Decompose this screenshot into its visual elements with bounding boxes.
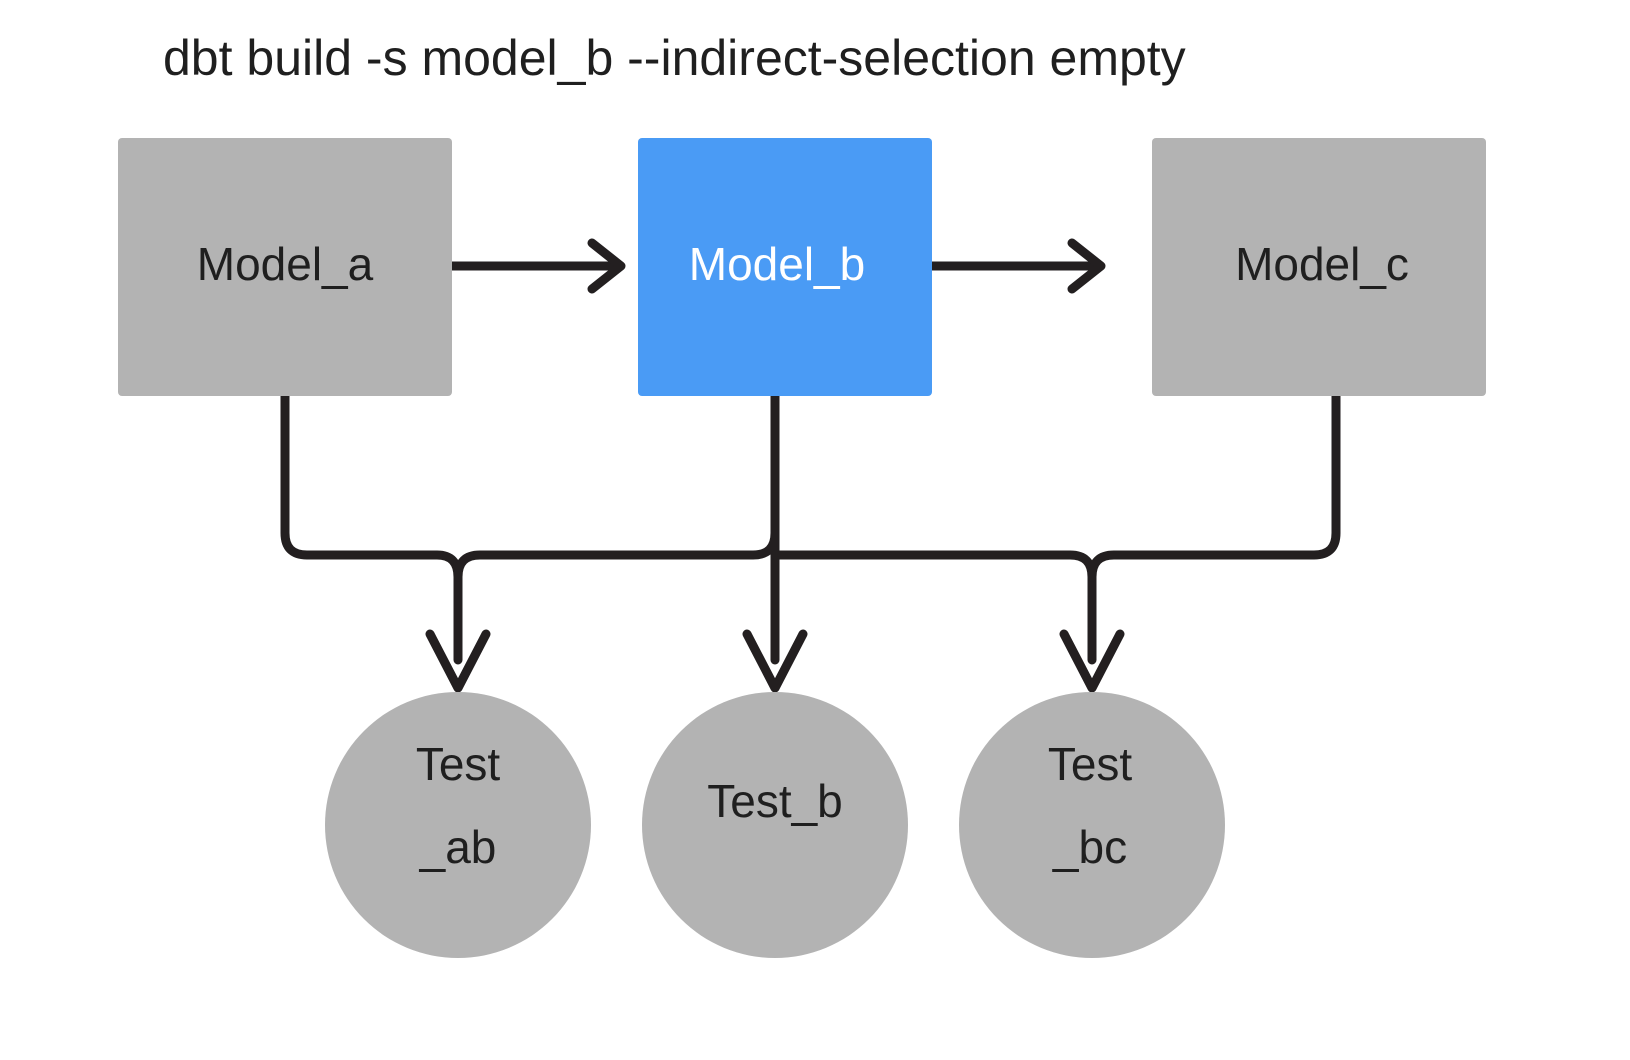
edge-layer (280, 238, 1341, 693)
edge-model-c-to-test-bc (1087, 391, 1341, 582)
edge-model-b-to-model-c (927, 238, 1106, 294)
page-title: dbt build -s model_b --indirect-selectio… (163, 30, 1186, 86)
model-a-label: Model_a (197, 238, 374, 290)
model-b-box[interactable] (638, 138, 932, 396)
edge-model-a-to-test-ab (280, 391, 491, 693)
model-a-box[interactable] (118, 138, 452, 396)
model-c-label: Model_c (1235, 238, 1409, 290)
model-b-label: Model_b (689, 238, 865, 290)
test-bc-label-line2: _bc (1052, 821, 1127, 873)
model-c-box[interactable] (1152, 138, 1486, 396)
test-ab-label-line2: _ab (419, 821, 497, 873)
test-bc-label-line1: Test (1048, 738, 1133, 790)
edge-model-b-to-test-bc (770, 550, 1125, 693)
test-ab-label-line1: Test (416, 738, 501, 790)
test-ab-circle[interactable] (325, 692, 591, 958)
model-node-model-c[interactable]: Model_c (1152, 138, 1486, 396)
test-node-test-bc[interactable]: Test _bc (959, 692, 1225, 958)
edge-model-b-to-test-ab (453, 391, 780, 582)
edge-model-b-to-test-b (742, 391, 808, 693)
test-node-test-ab[interactable]: Test _ab (325, 692, 591, 958)
model-node-model-a[interactable]: Model_a (118, 138, 452, 396)
edge-model-a-to-model-b (447, 238, 626, 294)
test-b-label-line1: Test_b (707, 775, 843, 827)
model-node-model-b[interactable]: Model_b (638, 138, 932, 396)
test-node-test-b[interactable]: Test_b (642, 692, 908, 958)
test-b-circle[interactable] (642, 692, 908, 958)
test-bc-circle[interactable] (959, 692, 1225, 958)
